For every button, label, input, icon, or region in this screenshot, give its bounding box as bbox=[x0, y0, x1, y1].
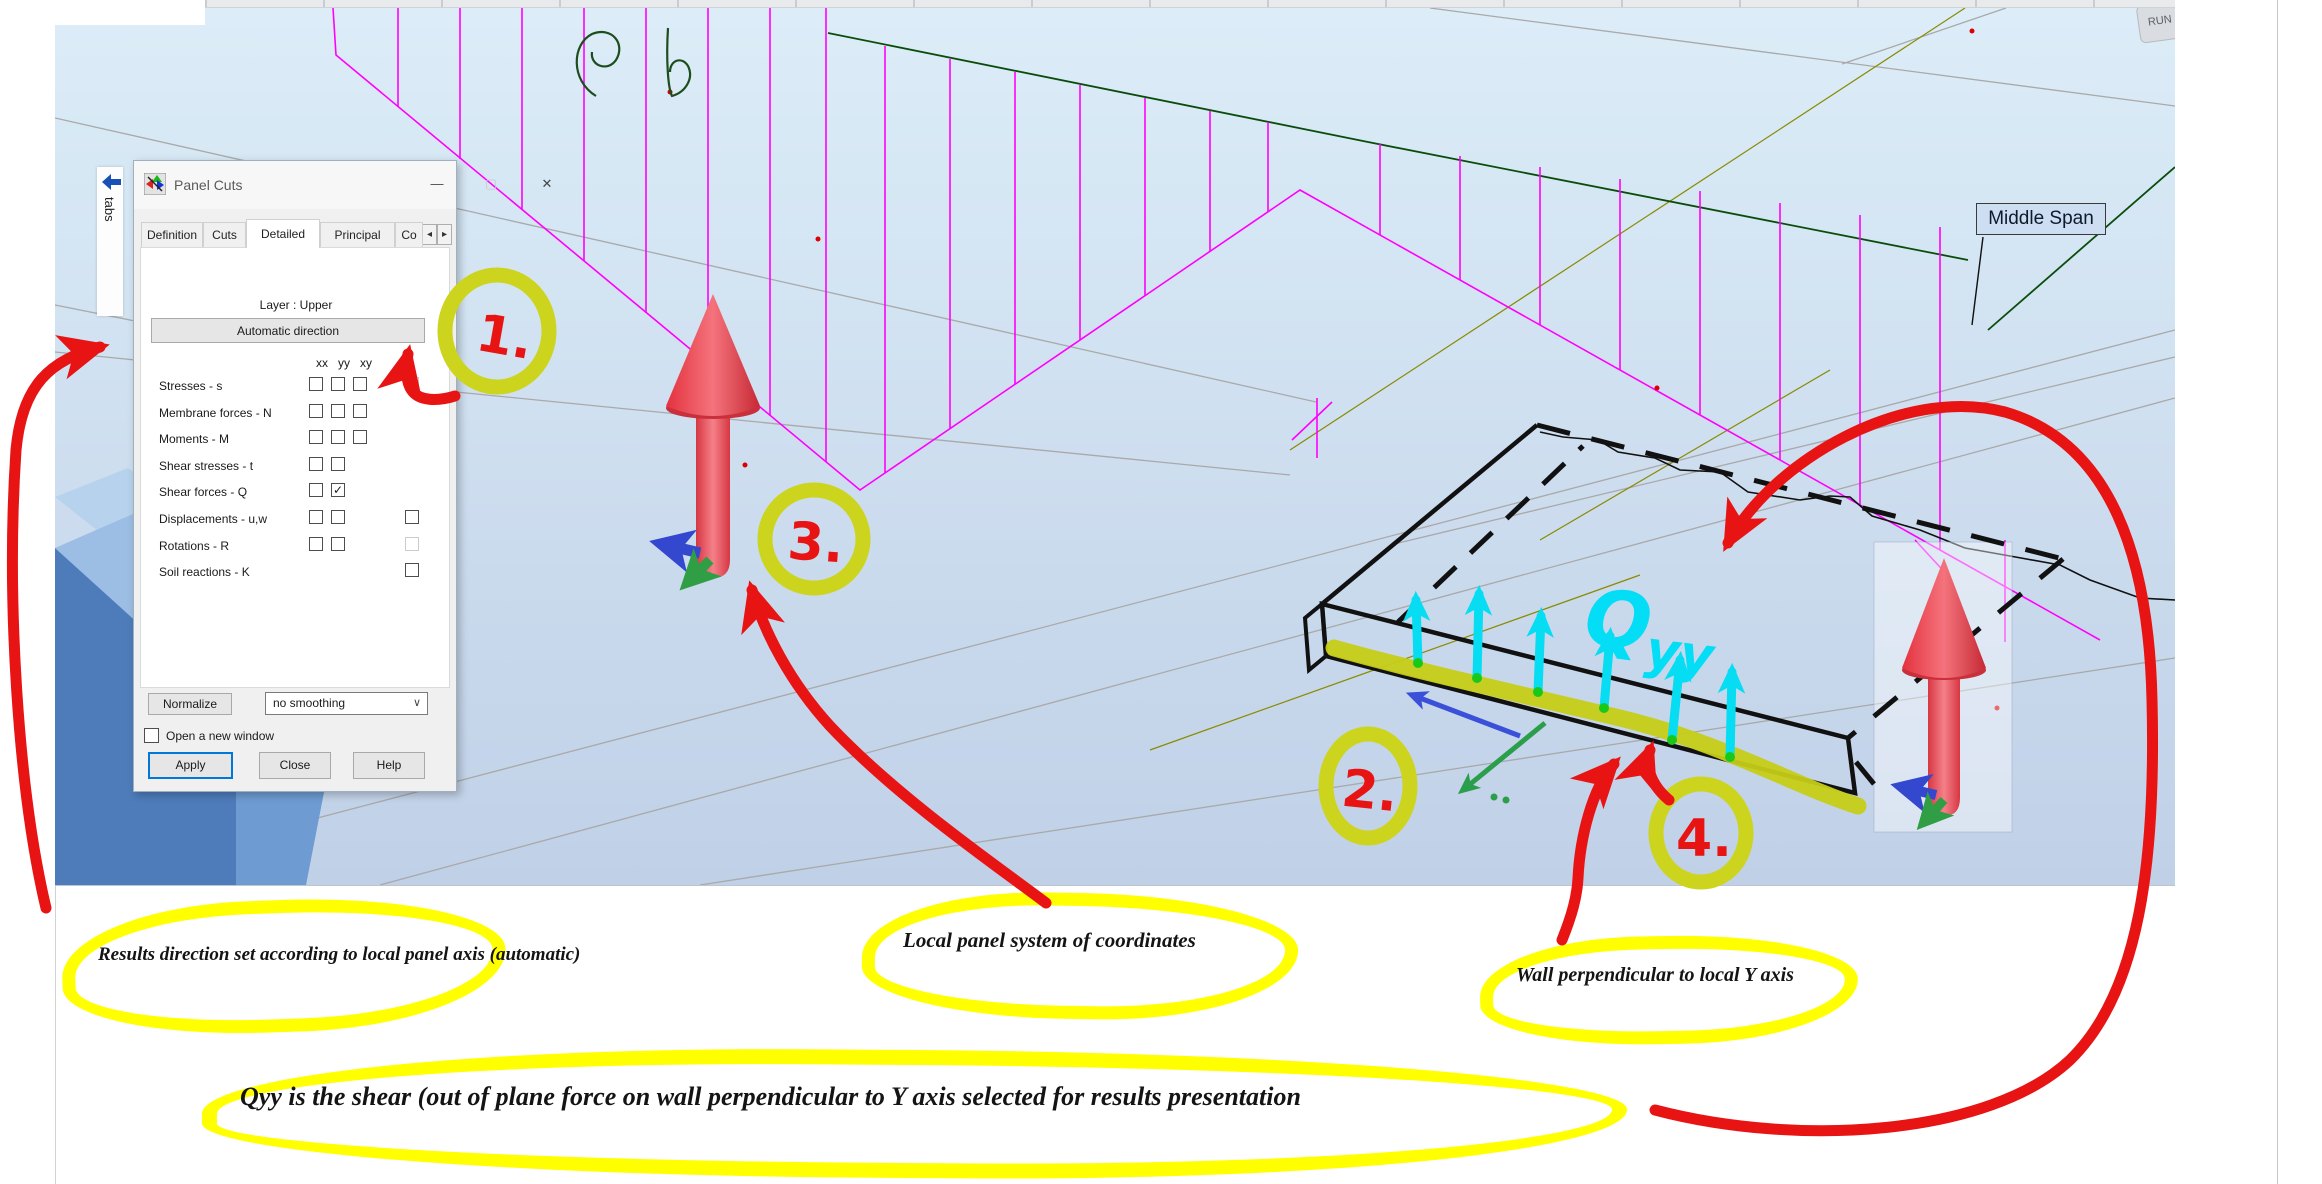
matrix-row-label: Shear forces - Q bbox=[159, 485, 248, 500]
rotation-symbol-sketch bbox=[575, 27, 692, 98]
checkbox-xx[interactable] bbox=[309, 536, 323, 551]
checkbox-xx[interactable] bbox=[309, 377, 323, 391]
checkbox-yy[interactable] bbox=[331, 456, 345, 471]
tab-scroll-left[interactable]: ◂ bbox=[422, 224, 437, 245]
matrix-row: Stresses - s bbox=[141, 374, 449, 400]
tab-cuts[interactable]: Cuts bbox=[203, 222, 246, 247]
tab-principal[interactable]: Principal bbox=[320, 222, 395, 247]
toolbar-sliver bbox=[205, 0, 2322, 8]
panel-cuts-icon bbox=[144, 173, 166, 195]
note-wall-perpendicular: Wall perpendicular to local Y axis bbox=[1516, 964, 1794, 986]
matrix-row-label: Membrane forces - N bbox=[159, 405, 272, 420]
matrix-row-label: Displacements - u,w bbox=[159, 512, 268, 526]
checkbox-xy[interactable] bbox=[353, 430, 367, 445]
checkbox-yy[interactable] bbox=[331, 430, 345, 445]
checkbox-extra[interactable] bbox=[405, 536, 419, 551]
checkbox-extra[interactable] bbox=[405, 563, 419, 578]
column-header-xy: xy bbox=[360, 356, 372, 370]
checkbox-xx[interactable] bbox=[309, 510, 323, 524]
matrix-row-label: Soil reactions - K bbox=[159, 565, 250, 580]
viewport-bottom-border bbox=[55, 885, 2175, 886]
chevron-down-icon: ∨ bbox=[412, 697, 421, 709]
matrix-row: Soil reactions - K bbox=[141, 560, 449, 586]
checkbox-yy[interactable] bbox=[331, 377, 345, 391]
matrix-row: Moments - M bbox=[141, 427, 449, 453]
checkbox-xy[interactable] bbox=[353, 403, 367, 418]
checkbox-xx[interactable] bbox=[309, 430, 323, 445]
panel-cut-dashed-line bbox=[1396, 444, 1585, 624]
checkbox-xx[interactable] bbox=[309, 456, 323, 471]
close-button[interactable]: Close bbox=[259, 752, 331, 779]
smoothing-value: no smoothing bbox=[273, 696, 346, 710]
smoothing-dropdown[interactable]: no smoothing ∨ bbox=[265, 692, 428, 715]
normalize-button[interactable]: Normalize bbox=[148, 693, 232, 715]
local-y-axis-arrow bbox=[679, 548, 722, 591]
matrix-row: Shear forces - Q ✓ bbox=[141, 480, 449, 506]
checkbox-yy[interactable]: ✓ bbox=[331, 483, 345, 498]
matrix-row: Displacements - u,w bbox=[141, 507, 449, 533]
column-header-yy: yy bbox=[338, 356, 350, 370]
tab-co[interactable]: Co bbox=[395, 222, 423, 247]
maximize-button: ▢ bbox=[484, 176, 498, 191]
help-button[interactable]: Help bbox=[353, 752, 425, 779]
dialog-title-bar[interactable]: Panel Cuts — ▢ ✕ bbox=[134, 161, 552, 209]
detailed-tab-page: Layer : Upper Automatic direction xx yy … bbox=[140, 247, 450, 688]
column-header-xx: xx bbox=[316, 356, 328, 370]
note-qyy-shear: Qyy is the shear (out of plane force on … bbox=[240, 1082, 1301, 1111]
checkbox-yy[interactable] bbox=[331, 536, 345, 551]
note-local-system: Local panel system of coordinates bbox=[903, 928, 1196, 952]
checkbox-xx[interactable] bbox=[309, 483, 323, 498]
matrix-row-label: Moments - M bbox=[159, 432, 230, 447]
tab-scroll-right[interactable]: ▸ bbox=[437, 224, 452, 245]
minimize-button[interactable]: — bbox=[430, 176, 444, 191]
dialog-title: Panel Cuts bbox=[174, 177, 243, 193]
matrix-row: Rotations - R bbox=[141, 534, 449, 560]
matrix-row-label: Shear stresses - t bbox=[159, 458, 254, 473]
top-left-notch bbox=[0, 0, 205, 25]
collapse-left-arrow-icon[interactable] bbox=[99, 171, 125, 197]
checkbox-xy[interactable] bbox=[353, 377, 367, 391]
checkbox-extra[interactable] bbox=[405, 377, 419, 391]
matrix-row-label: Stresses - s bbox=[159, 379, 223, 393]
close-window-button[interactable]: ✕ bbox=[541, 176, 553, 191]
note-results-direction: Results direction set according to local… bbox=[98, 944, 581, 965]
tab-definition[interactable]: Definition bbox=[141, 222, 203, 247]
force-arrow-center bbox=[649, 294, 760, 591]
page-left-border bbox=[55, 885, 56, 1184]
checkbox-yy[interactable] bbox=[331, 510, 345, 524]
deck-edge-green bbox=[827, 32, 2175, 331]
layer-label: Layer : Upper bbox=[259, 298, 333, 312]
apply-button[interactable]: Apply bbox=[148, 752, 233, 779]
tabs-side-panel[interactable]: tabs bbox=[97, 167, 123, 316]
tabs-panel-label: tabs bbox=[102, 197, 117, 222]
matrix-row-label: Rotations - R bbox=[159, 538, 230, 553]
checkbox-xx[interactable] bbox=[309, 403, 323, 418]
open-new-window-checkbox[interactable] bbox=[144, 728, 159, 743]
right-white-column bbox=[2175, 0, 2322, 1184]
middle-span-label: Middle Span bbox=[1976, 203, 2106, 235]
automatic-direction-button[interactable]: Automatic direction bbox=[151, 318, 425, 343]
matrix-row: Shear stresses - t bbox=[141, 454, 449, 480]
open-new-window-label: Open a new window bbox=[166, 729, 275, 743]
matrix-row: Membrane forces - N bbox=[141, 401, 449, 427]
checkbox-yy[interactable] bbox=[331, 403, 345, 418]
checkbox-extra[interactable] bbox=[405, 510, 419, 524]
tab-detailed[interactable]: Detailed bbox=[246, 219, 320, 248]
